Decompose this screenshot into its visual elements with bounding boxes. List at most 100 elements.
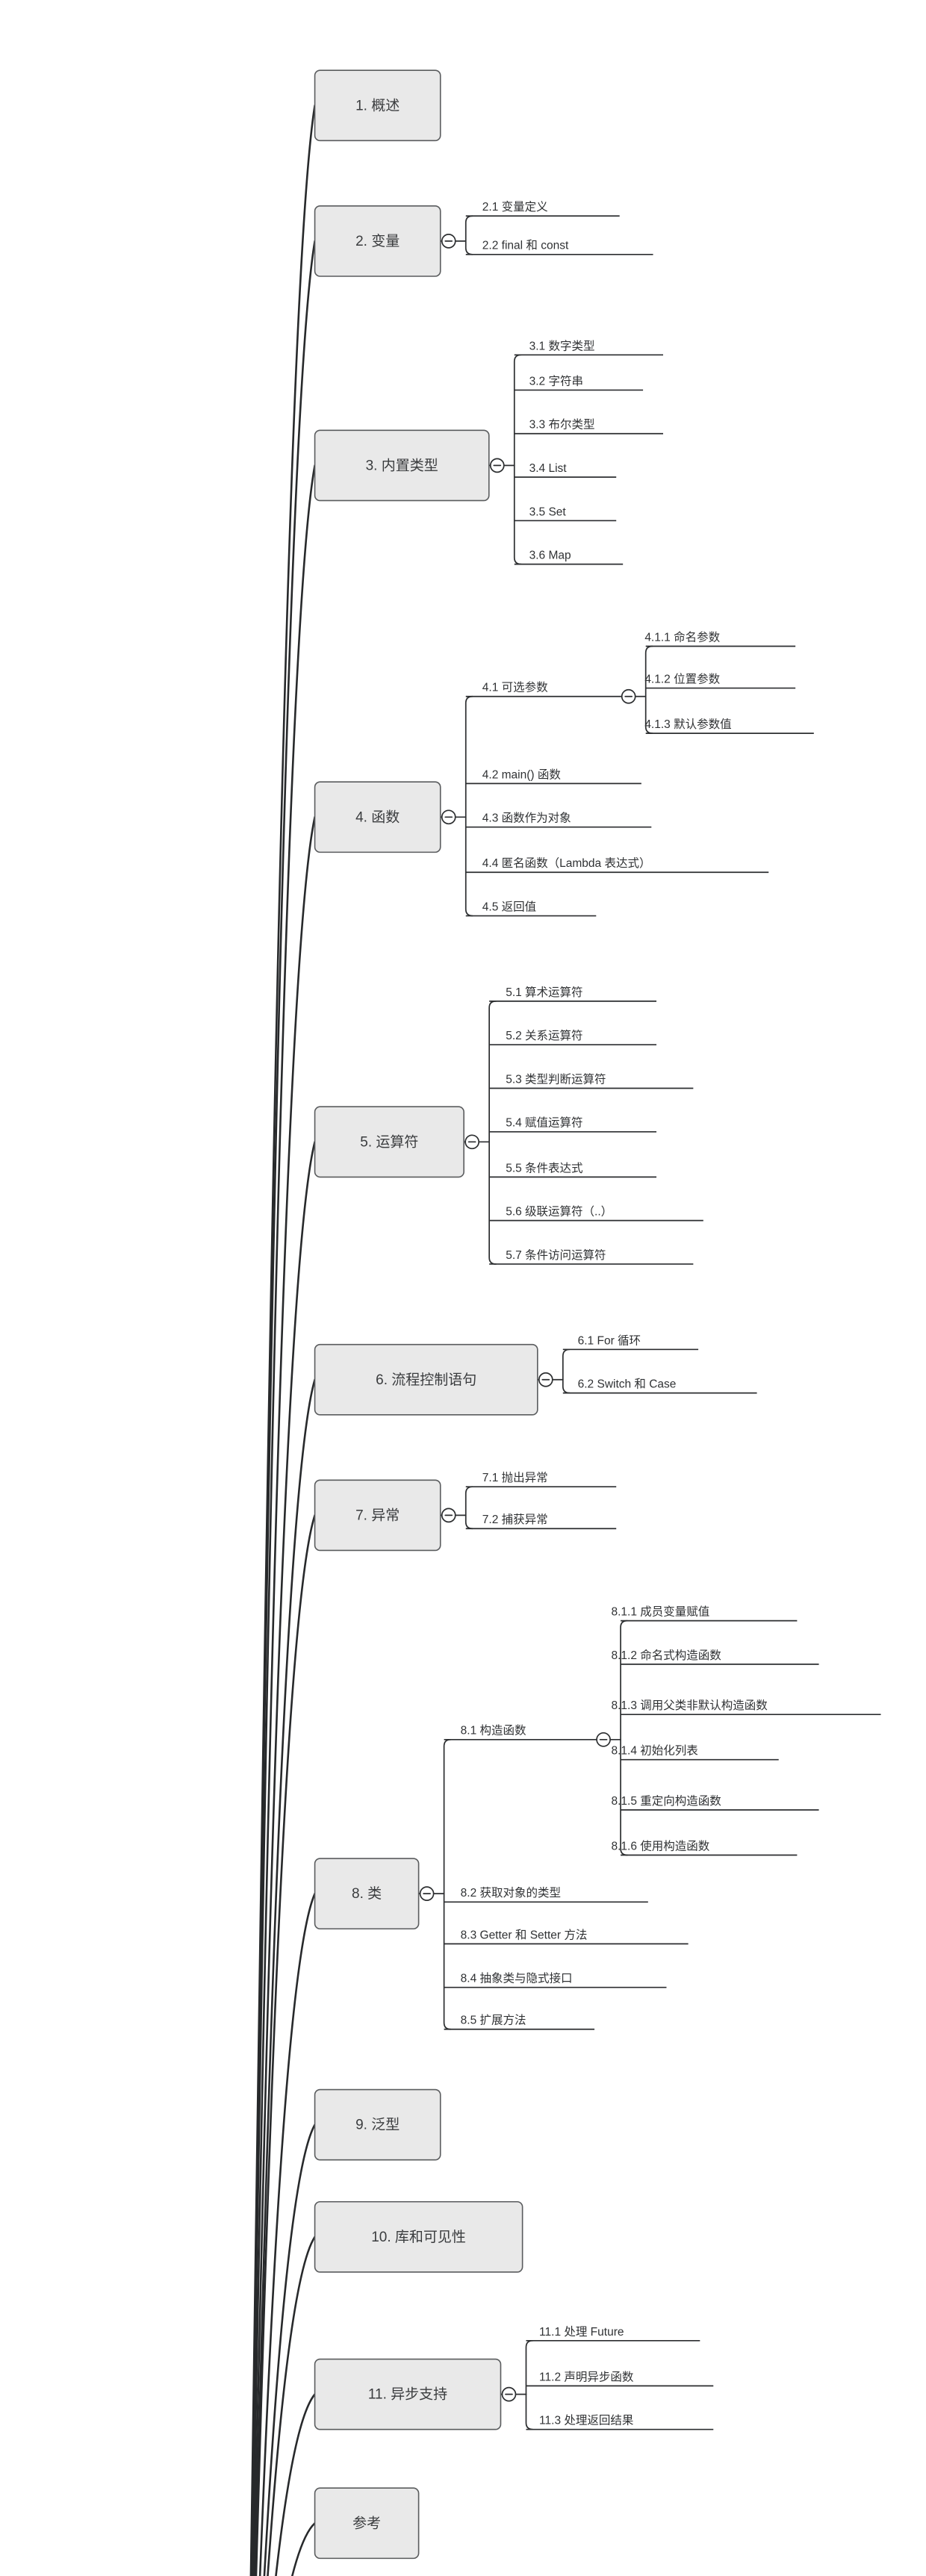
child-node-label[interactable]: 8.1.3 调用父类非默认构造函数 bbox=[611, 1699, 768, 1712]
child-spine-top bbox=[620, 1620, 628, 1740]
child-spine-bottom bbox=[443, 1893, 452, 2030]
child-spine-bottom bbox=[513, 464, 522, 565]
child-node-label[interactable]: 4.1 可选参数 bbox=[482, 681, 548, 694]
root-branch-edge bbox=[250, 464, 316, 2576]
branch-node-label: 8. 类 bbox=[352, 1885, 382, 1902]
child-node-label[interactable]: 11.3 处理返回结果 bbox=[539, 2414, 633, 2427]
branch-node[interactable] bbox=[314, 1343, 538, 1416]
root-branch-edge bbox=[250, 240, 316, 2576]
child-node-label[interactable]: 2.2 final 和 const bbox=[482, 239, 569, 252]
child-spine-top bbox=[464, 1486, 473, 1516]
branch-node-label: 2. 变量 bbox=[355, 233, 400, 249]
child-node-label[interactable]: 3.2 字符串 bbox=[529, 374, 583, 388]
branch-node[interactable] bbox=[314, 2487, 420, 2560]
child-node-label[interactable]: 8.5 扩展方法 bbox=[461, 2014, 526, 2027]
root-branch-edge bbox=[267, 2236, 316, 2576]
branch-node-label: 5. 运算符 bbox=[360, 1133, 418, 1150]
branch-toggle[interactable] bbox=[501, 2386, 517, 2402]
child-node-label[interactable]: 7.2 捕获异常 bbox=[482, 1513, 548, 1526]
child-node-label[interactable]: 5.1 算术运算符 bbox=[506, 985, 582, 999]
branch-node[interactable] bbox=[314, 781, 441, 853]
child-node-label[interactable]: 5.3 类型判断运算符 bbox=[506, 1071, 606, 1086]
child-node-label[interactable]: 11.2 声明异步函数 bbox=[539, 2370, 634, 2383]
child-spine-bottom bbox=[464, 1514, 473, 1530]
child-spine-top bbox=[464, 215, 473, 242]
child-node-label[interactable]: 2.1 变量定义 bbox=[482, 200, 548, 214]
child-node-label[interactable]: 7.1 抛出异常 bbox=[482, 1471, 548, 1484]
child-node-label[interactable]: 5.2 关系运算符 bbox=[506, 1028, 582, 1042]
child-node-label[interactable]: 8.1.6 使用构造函数 bbox=[611, 1839, 709, 1852]
branch-toggle[interactable] bbox=[464, 1134, 479, 1150]
child-node-label[interactable]: 5.7 条件访问运算符 bbox=[506, 1248, 606, 1262]
branch-node[interactable] bbox=[314, 69, 441, 142]
branch-node-label: 7. 异常 bbox=[355, 1507, 400, 1523]
branch-toggle[interactable] bbox=[419, 1886, 435, 1902]
child-node-label[interactable]: 11.1 处理 Future bbox=[539, 2325, 624, 2339]
branch-node-label: 10. 库和可见性 bbox=[371, 2229, 466, 2245]
root-branch-edge bbox=[254, 1378, 316, 2576]
child-node-label[interactable]: 8.4 抽象类与隐式接口 bbox=[461, 1972, 573, 1985]
child-spine-top bbox=[562, 1348, 571, 1381]
child-node-label[interactable]: 4.1.2 位置参数 bbox=[644, 673, 720, 686]
branch-toggle[interactable] bbox=[489, 458, 505, 473]
child-node-label[interactable]: 6.1 For 循环 bbox=[578, 1334, 641, 1347]
branch-node[interactable] bbox=[314, 205, 441, 277]
child-node-label[interactable]: 3.5 Set bbox=[529, 505, 567, 518]
branch-node-label: 11. 异步支持 bbox=[368, 2386, 447, 2403]
branch-node-label: 6. 流程控制语句 bbox=[376, 1372, 476, 1388]
child-node-label[interactable]: 4.5 返回值 bbox=[482, 900, 536, 913]
child-node-label[interactable]: 3.3 布尔类型 bbox=[529, 418, 595, 432]
child-node-label[interactable]: 8.2 获取对象的类型 bbox=[461, 1886, 561, 1900]
child-node-label[interactable]: 4.1.1 命名参数 bbox=[644, 630, 720, 644]
child-spine-bottom bbox=[488, 1141, 497, 1265]
branch-toggle[interactable] bbox=[441, 809, 456, 825]
branch-node[interactable] bbox=[314, 1858, 420, 1930]
child-toggle[interactable] bbox=[596, 1732, 611, 1747]
child-node-label[interactable]: 5.5 条件表达式 bbox=[506, 1161, 582, 1175]
child-node-label[interactable]: 4.1.3 默认参数值 bbox=[644, 718, 731, 731]
child-spine-bottom bbox=[620, 1738, 628, 1856]
child-spine-bottom bbox=[525, 2393, 534, 2430]
child-node-label[interactable]: 3.1 数字类型 bbox=[529, 339, 595, 352]
child-node-label[interactable]: 8.1.5 重定向构造函数 bbox=[611, 1794, 721, 1808]
child-node-label[interactable]: 5.6 级联运算符（..） bbox=[506, 1204, 612, 1219]
branch-node-label: 3. 内置类型 bbox=[366, 457, 438, 473]
child-spine-top bbox=[525, 2339, 534, 2395]
root-branch-edge bbox=[252, 1141, 316, 2576]
child-spine-top bbox=[488, 1001, 497, 1143]
root-branch-edge bbox=[255, 1514, 316, 2576]
child-node-label[interactable]: 8.1.2 命名式构造函数 bbox=[611, 1649, 721, 1662]
branch-node[interactable] bbox=[314, 1106, 464, 1178]
branch-node[interactable] bbox=[314, 2088, 441, 2161]
branch-toggle[interactable] bbox=[441, 234, 456, 249]
root-branch-edge bbox=[275, 2393, 316, 2576]
child-toggle[interactable] bbox=[621, 688, 636, 704]
child-node-label[interactable]: 4.2 main() 函数 bbox=[482, 768, 562, 781]
root-branch-edge bbox=[291, 2522, 316, 2576]
child-spine-top bbox=[443, 1738, 452, 1894]
child-node-label[interactable]: 4.3 函数作为对象 bbox=[482, 812, 571, 825]
branch-node[interactable] bbox=[314, 429, 490, 502]
child-node-label[interactable]: 3.4 List bbox=[529, 462, 568, 475]
child-node-label[interactable]: 4.4 匿名函数（Lambda 表达式） bbox=[482, 856, 651, 870]
child-spine-top bbox=[513, 354, 522, 467]
child-spine-top bbox=[644, 645, 653, 697]
child-node-label[interactable]: 3.6 Map bbox=[529, 550, 571, 562]
branch-node-label: 参考 bbox=[352, 2515, 381, 2531]
child-spine-bottom bbox=[464, 816, 473, 917]
child-spine-top bbox=[464, 695, 473, 818]
branch-toggle[interactable] bbox=[441, 1508, 456, 1523]
branch-node[interactable] bbox=[314, 2358, 502, 2430]
child-node-label[interactable]: 8.1.4 初始化列表 bbox=[611, 1744, 697, 1758]
branch-node[interactable] bbox=[314, 1479, 441, 1552]
child-node-label[interactable]: 6.2 Switch 和 Case bbox=[578, 1378, 677, 1391]
child-node-label[interactable]: 8.1 构造函数 bbox=[461, 1724, 526, 1737]
branch-node[interactable] bbox=[314, 2200, 523, 2273]
child-node-label[interactable]: 8.3 Getter 和 Setter 方法 bbox=[461, 1928, 588, 1941]
branch-toggle[interactable] bbox=[538, 1372, 553, 1387]
child-spine-bottom bbox=[644, 695, 653, 734]
child-node-label[interactable]: 8.1.1 成员变量赋值 bbox=[611, 1605, 709, 1619]
child-node-label[interactable]: 5.4 赋值运算符 bbox=[506, 1116, 582, 1130]
